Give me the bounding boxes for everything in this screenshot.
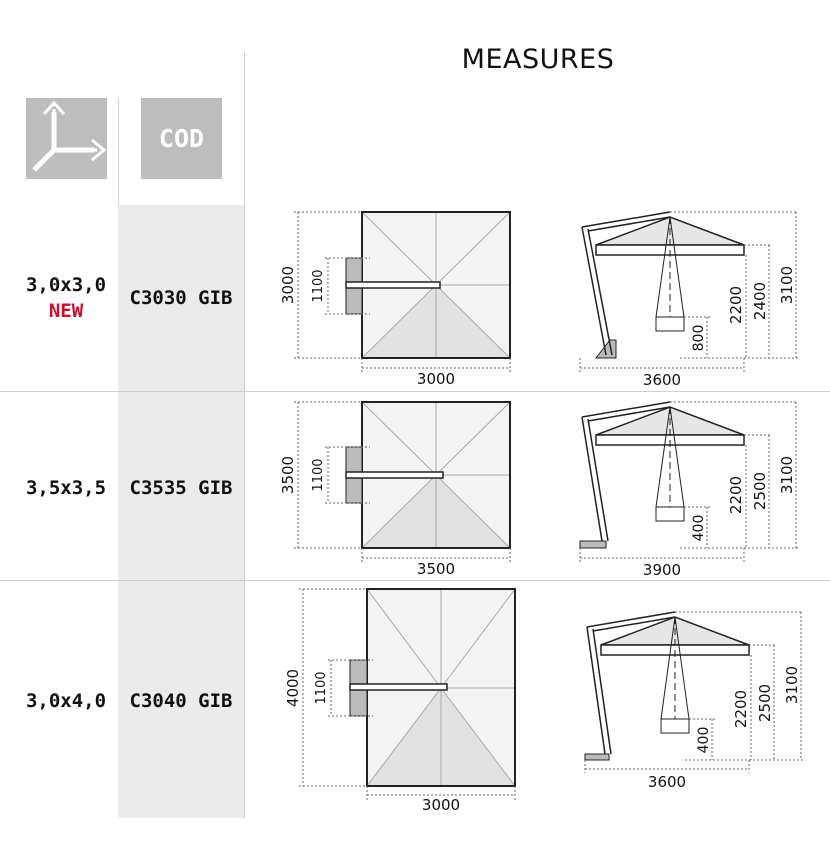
- eave-dimension: 2500: [756, 684, 774, 722]
- depth-dimension: 4000: [284, 669, 302, 707]
- side-view-drawing: 3900 400 2200 2500 3100: [579, 401, 798, 579]
- code-cell-bg: [118, 392, 244, 580]
- width-dimension: 3000: [417, 370, 455, 388]
- arm-dimension: 1100: [314, 671, 329, 704]
- width-dimension: 3000: [422, 796, 460, 814]
- size-value: 3,0x4,0: [25, 690, 107, 712]
- eave-dimension: 2500: [751, 472, 769, 510]
- total-dimension: 3100: [778, 456, 796, 494]
- width-dimension: 3500: [417, 560, 455, 578]
- side-view-drawing: 3600 400 2200 2500 3100: [584, 611, 803, 791]
- size-label: 3,0x3,0 NEW: [18, 272, 114, 324]
- row-divider: [0, 580, 830, 581]
- drop-dimension: 400: [696, 727, 712, 754]
- total-dimension: 3100: [783, 666, 801, 704]
- size-value: 3,5x3,5: [25, 477, 107, 499]
- clearance-dimension: 2200: [727, 476, 745, 514]
- arm-dimension: 1100: [311, 458, 326, 491]
- column-divider: [244, 52, 245, 818]
- clearance-dimension: 2200: [732, 690, 750, 728]
- arm-dimension: 1100: [311, 269, 326, 302]
- side-view-drawing: 3600 800 2200 2400 3100: [579, 211, 798, 389]
- product-code: C3030 GIB: [129, 287, 233, 309]
- row-divider: [0, 391, 830, 392]
- depth-dimension: 3000: [279, 266, 297, 304]
- top-view-drawing: 4000 1100 3000: [284, 588, 516, 814]
- size-label: 3,0x4,0: [18, 688, 114, 714]
- new-badge: NEW: [48, 300, 84, 322]
- spread-dimension: 3600: [648, 773, 686, 791]
- code-cell-bg: [118, 205, 244, 391]
- depth-dimension: 3500: [279, 456, 297, 494]
- top-view-drawing: 3000 1100 3000: [279, 211, 511, 388]
- top-view-drawing: 3500 1100 3500: [279, 401, 511, 578]
- eave-dimension: 2400: [751, 282, 769, 320]
- product-code: C3535 GIB: [129, 477, 233, 499]
- size-value: 3,0x3,0: [25, 274, 107, 296]
- axes-3d-icon: [26, 98, 107, 179]
- clearance-dimension: 2200: [727, 286, 745, 324]
- total-dimension: 3100: [778, 266, 796, 304]
- drop-dimension: 800: [691, 325, 707, 352]
- size-label: 3,5x3,5: [18, 475, 114, 501]
- spread-dimension: 3600: [643, 371, 681, 389]
- spread-dimension: 3900: [643, 561, 681, 579]
- code-header: COD: [141, 98, 222, 179]
- product-code: C3040 GIB: [129, 690, 233, 712]
- drop-dimension: 400: [691, 515, 707, 542]
- code-cell-bg: [118, 581, 244, 818]
- page-title: MEASURES: [461, 44, 615, 75]
